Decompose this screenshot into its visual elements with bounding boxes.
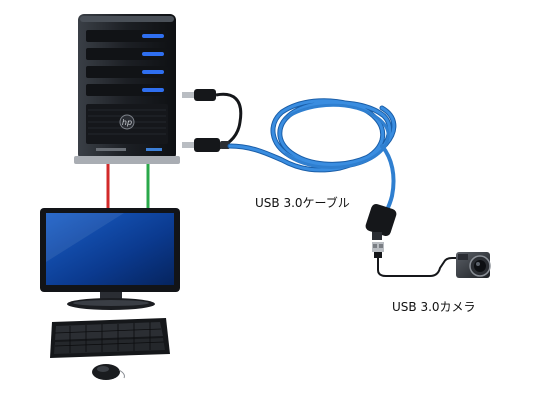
hp-logo-text: hp [122, 118, 132, 127]
camera-lens [474, 260, 486, 272]
drive-bay [86, 84, 168, 96]
usb-plug-tip [182, 92, 196, 98]
drive-bay [86, 48, 168, 60]
usb-plug-tip [182, 142, 196, 148]
drive-bay [86, 66, 168, 78]
camera-usb-connector [372, 242, 460, 277]
bay-light [142, 88, 164, 92]
usb-y-cable [182, 89, 243, 152]
monitor [40, 208, 180, 310]
server-base [74, 156, 180, 164]
cable-coil-inner [284, 103, 390, 169]
usb-plug-upper [194, 89, 216, 101]
drive-bays [86, 30, 168, 96]
cable-repeater [365, 203, 397, 240]
bay-light [142, 52, 164, 56]
mouse-cord [118, 369, 125, 379]
bay-light [142, 34, 164, 38]
cable-tail [380, 144, 396, 214]
camera-cable [377, 257, 460, 277]
repeater-body [365, 203, 397, 237]
server-badge [96, 148, 126, 151]
screen-glare [46, 213, 124, 262]
usb3-camera [456, 252, 491, 278]
mouse [92, 364, 125, 380]
usb3-cable-label: USB 3.0ケーブル [255, 196, 350, 210]
keyboard [50, 318, 170, 358]
drive-bay [86, 30, 168, 42]
usb-connector-tip [372, 242, 384, 252]
monitor-neck [100, 292, 122, 300]
monitor-screen [46, 213, 174, 285]
usb3-camera-label: USB 3.0カメラ [392, 300, 476, 314]
bay-light [142, 70, 164, 74]
server-top-edge [80, 16, 174, 22]
server-tower: hp [74, 14, 180, 164]
usb-plug-lower [194, 138, 220, 152]
hp-logo-icon [119, 114, 135, 130]
mouse-body [92, 364, 120, 380]
server-power-light [146, 148, 162, 151]
